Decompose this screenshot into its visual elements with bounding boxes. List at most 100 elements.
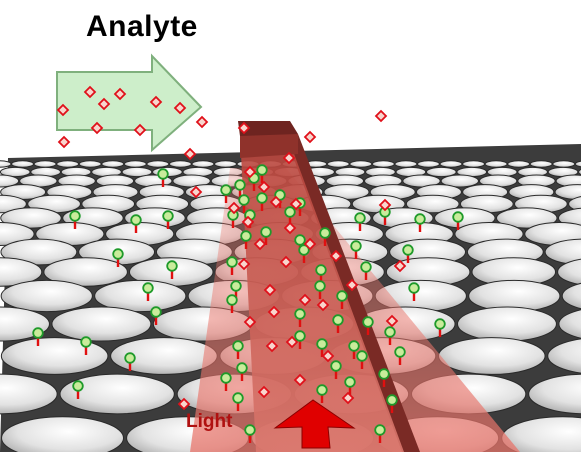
air-hole <box>371 160 395 168</box>
analyte-diamond-icon <box>173 101 187 115</box>
receptor-icon <box>452 211 464 230</box>
air-hole <box>146 160 170 168</box>
air-hole <box>0 337 109 375</box>
receptor-icon <box>238 194 250 213</box>
receptor-icon <box>336 290 348 309</box>
air-hole <box>11 160 35 168</box>
analyte-diamond-icon <box>241 215 255 229</box>
air-hole <box>51 306 152 342</box>
receptor-icon <box>124 352 136 371</box>
receptor-icon <box>434 318 446 337</box>
receptor-icon <box>356 350 368 369</box>
receptor-icon <box>236 362 248 381</box>
analyte-diamond-icon <box>329 249 343 263</box>
air-hole <box>529 160 553 168</box>
air-hole <box>0 207 62 229</box>
receptor-icon <box>362 316 374 335</box>
receptor-icon <box>234 179 246 198</box>
analyte-diamond-icon <box>374 109 388 123</box>
analyte-diamond-icon <box>289 197 303 211</box>
analyte-diamond-icon <box>195 115 209 129</box>
waveguide-end-top <box>238 121 298 136</box>
air-hole <box>214 160 237 168</box>
receptor-icon <box>348 340 360 359</box>
analyte-diamond-icon <box>345 278 359 292</box>
analyte-diamond-icon <box>393 259 407 273</box>
air-hole <box>123 160 147 168</box>
air-hole <box>33 160 57 168</box>
air-hole <box>56 160 80 168</box>
air-hole <box>462 160 486 168</box>
air-hole <box>59 373 175 415</box>
waveguide-end-face <box>240 132 298 158</box>
air-hole <box>43 257 128 287</box>
analyte-diamond-icon <box>113 87 127 101</box>
air-hole <box>1 416 125 452</box>
receptor-icon <box>316 338 328 357</box>
analyte-diamond-icon <box>83 85 97 99</box>
receptor-icon <box>294 308 306 327</box>
light-label: Light <box>186 411 233 432</box>
receptor-icon <box>354 212 366 231</box>
receptor-icon <box>157 168 169 187</box>
analyte-diamond-icon <box>303 130 317 144</box>
receptor-icon <box>142 282 154 301</box>
analyte-diamond-icon <box>257 385 271 399</box>
analyte-diamond-icon <box>263 283 277 297</box>
analyte-title: Analyte <box>86 10 198 43</box>
analyte-molecules <box>56 85 407 431</box>
air-hole <box>101 160 125 168</box>
analyte-diamond-icon <box>149 95 163 109</box>
receptor-icon <box>384 326 396 345</box>
analyte-diamond-icon <box>267 305 281 319</box>
air-hole <box>0 306 50 342</box>
air-hole <box>94 279 187 313</box>
air-hole <box>439 160 463 168</box>
air-hole <box>578 166 581 178</box>
analyte-diamond-icon <box>183 147 197 161</box>
receptor-icon <box>360 261 372 280</box>
air-hole <box>0 174 20 188</box>
analyte-diamond-icon <box>57 135 71 149</box>
receptor-icon <box>408 282 420 301</box>
analyte-diamond-icon <box>341 391 355 405</box>
receptor-icon <box>319 227 331 246</box>
receptor-icon <box>260 226 272 245</box>
analyte-diamond-icon <box>243 165 257 179</box>
analyte-diamond-icon <box>316 298 330 312</box>
receptor-icon <box>162 210 174 229</box>
air-hole <box>394 160 418 168</box>
air-hole <box>437 337 546 375</box>
analyte-diamond-icon <box>293 373 307 387</box>
air-hole <box>544 238 581 266</box>
air-hole <box>440 174 480 188</box>
waveguide-top-face <box>240 132 404 452</box>
receptor-icon <box>379 206 391 225</box>
analyte-diamond-icon <box>298 293 312 307</box>
receptor-icon <box>414 213 426 232</box>
analyte-diamond-icon <box>283 221 297 235</box>
analyte-diamond-icon <box>237 121 251 135</box>
air-hole <box>457 306 557 342</box>
air-hole <box>496 207 558 229</box>
analyte-diamond-icon <box>133 123 147 137</box>
receptor-icon <box>72 380 84 399</box>
receptor-icon <box>386 394 398 413</box>
receptor-icon <box>378 368 390 387</box>
air-hole <box>0 238 78 266</box>
analyte-diamond-icon <box>177 397 191 411</box>
air-hole <box>0 373 58 415</box>
air-hole <box>349 160 373 168</box>
analyte-diamond-icon <box>257 180 271 194</box>
air-hole <box>528 373 581 415</box>
air-hole <box>547 337 581 375</box>
analyte-diamond-icon <box>321 349 335 363</box>
analyte-diamond-icon <box>227 201 241 215</box>
analyte-diamond-icon <box>269 195 283 209</box>
receptor-icon <box>256 164 268 183</box>
air-hole <box>484 160 508 168</box>
air-hole <box>561 279 581 313</box>
receptor-icon <box>226 256 238 275</box>
